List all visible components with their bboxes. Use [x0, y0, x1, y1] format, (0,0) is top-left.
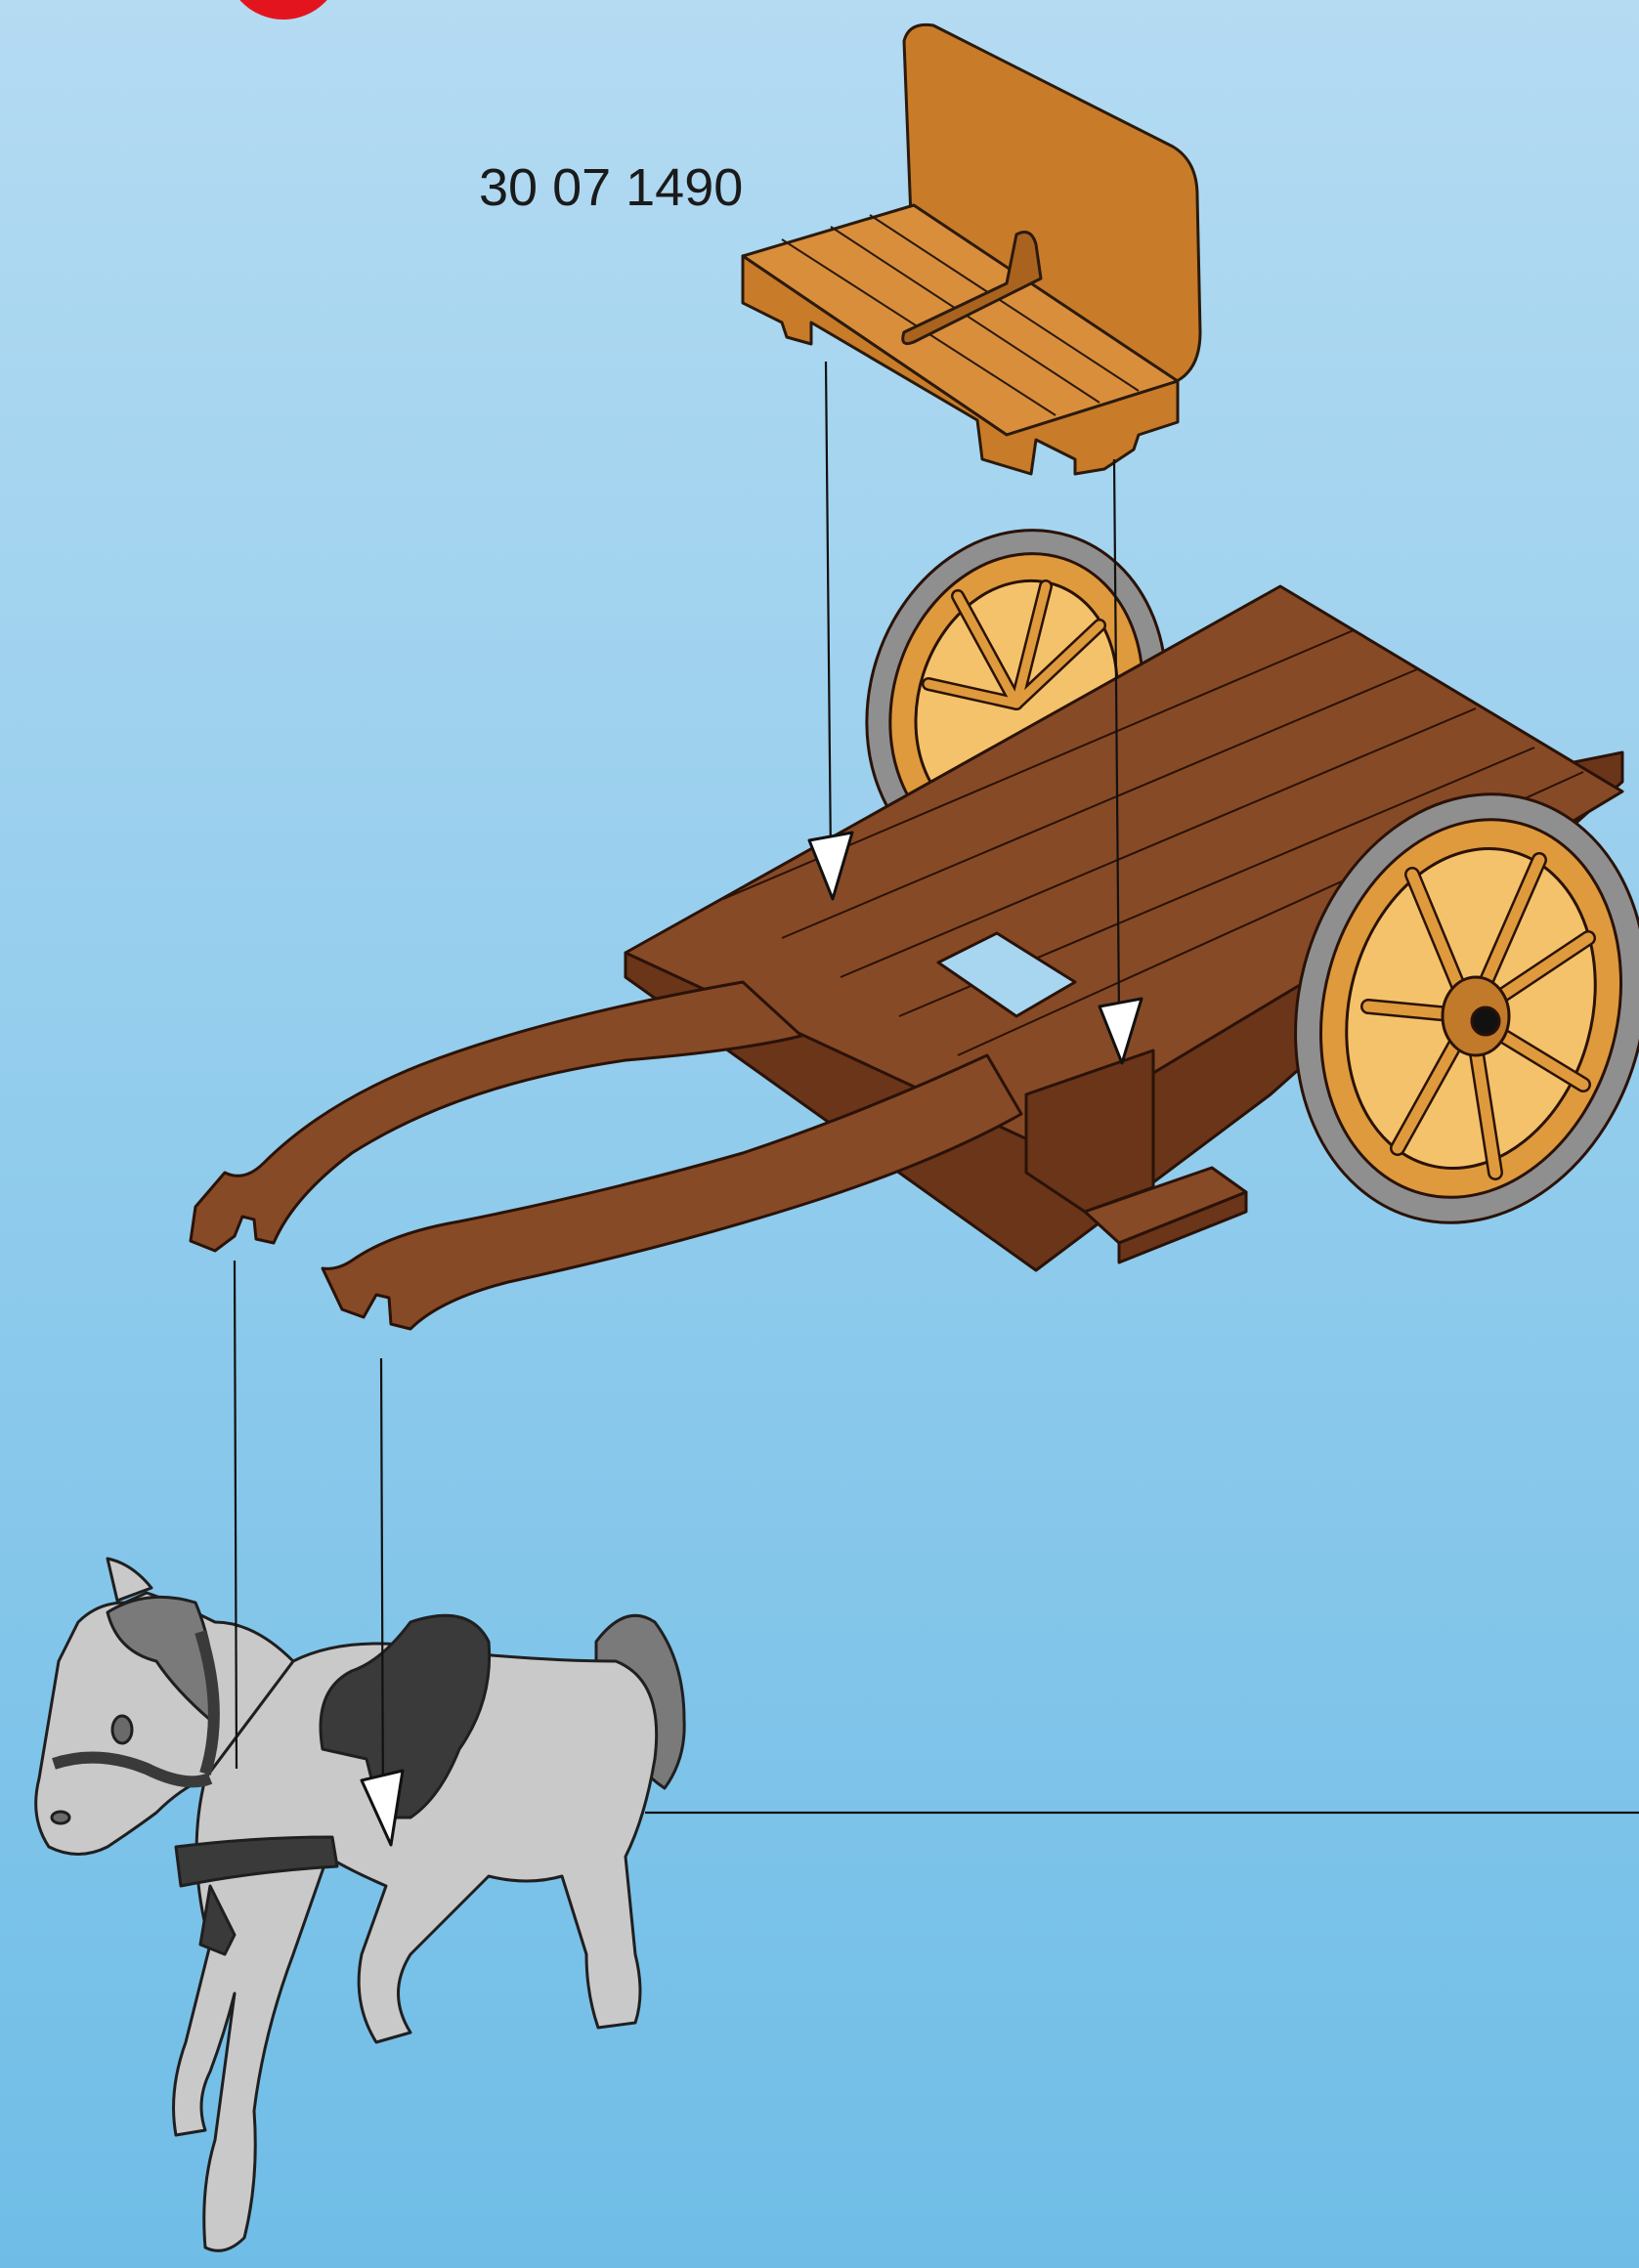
part-number: 30 07 1490 [479, 158, 743, 217]
